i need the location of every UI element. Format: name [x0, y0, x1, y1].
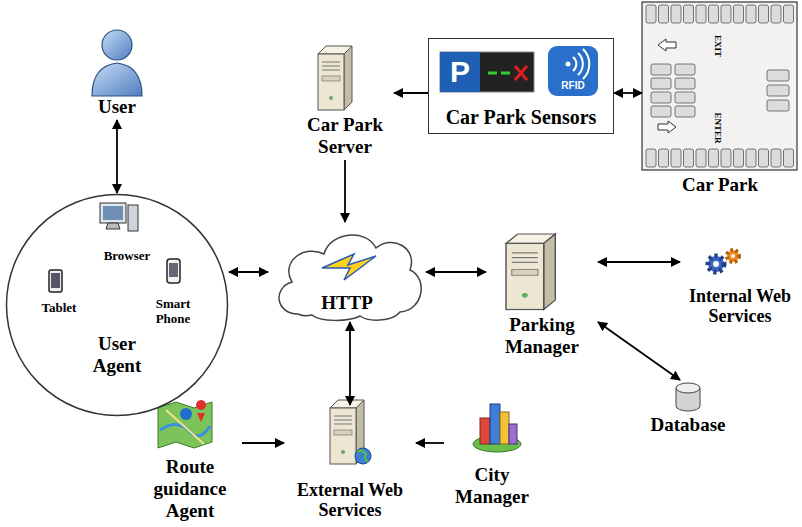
- parking-slot: [659, 5, 669, 23]
- parking-slot: [784, 5, 794, 23]
- connector-arrow: [229, 271, 268, 273]
- car-park-illustration: [642, 2, 797, 170]
- network-cloud: HTTP: [268, 222, 426, 322]
- parking-slot: [646, 149, 656, 167]
- connector-arrow: [598, 322, 680, 380]
- parking-slot: [746, 5, 756, 23]
- city-node: City Manager: [444, 398, 540, 510]
- parking-slot: [771, 5, 781, 23]
- parking-slot: [684, 5, 694, 23]
- node-label: Browser: [104, 249, 151, 264]
- server-node: Car Park Server: [296, 40, 394, 160]
- lane-marking: EXIT: [713, 35, 722, 57]
- car-park-node: Car Park: [642, 0, 798, 198]
- user-icon: [92, 30, 142, 96]
- device-icons: [49, 203, 180, 292]
- node-label: Internal Web Services: [684, 286, 796, 327]
- external-server-icon: [330, 400, 371, 464]
- user-agent-circle: User Agent BrowserTablet Smart Phone: [5, 193, 229, 417]
- parking-slot: [767, 100, 789, 111]
- parking-slot: [696, 149, 706, 167]
- parking-slot: [746, 149, 756, 167]
- gears-icon: [708, 250, 739, 272]
- connector-arrow: [394, 92, 428, 94]
- node-label: Route guidance Agent: [146, 456, 234, 522]
- connector-arrow: [349, 322, 351, 405]
- actor-node: User: [84, 26, 150, 120]
- parking-slot: [771, 149, 781, 167]
- connector-arrow: [614, 92, 642, 94]
- parking-slot: [759, 149, 769, 167]
- connector-arrow: [116, 120, 118, 193]
- city-icon: [473, 404, 521, 452]
- node-label: Parking Manager: [495, 314, 590, 358]
- node-label: Tablet: [42, 301, 77, 316]
- server-node: External Web Services: [284, 405, 416, 523]
- rfid-icon: [548, 46, 598, 96]
- parking-slot: [651, 78, 671, 89]
- parking-slot: [675, 92, 695, 103]
- connector-arrow: [426, 271, 486, 273]
- node-label: User Agent: [82, 333, 152, 377]
- parking-manager-icon: [506, 234, 555, 310]
- server-node: Parking Manager: [486, 228, 598, 360]
- node-label: Car Park Server: [300, 114, 390, 158]
- lane-marking: ENTER: [713, 112, 722, 143]
- car-park-server-icon: [318, 46, 352, 110]
- circle-outline: [5, 193, 229, 417]
- parking-slot: [675, 78, 695, 89]
- parking-slot: [721, 149, 731, 167]
- parking-sign-icon: [440, 52, 534, 92]
- parking-slot: [709, 149, 719, 167]
- parking-slot: [709, 5, 719, 23]
- parking-slot: [675, 106, 695, 117]
- parking-slot: [734, 149, 744, 167]
- node-label: Car Park: [682, 174, 758, 196]
- parking-slot: [696, 5, 706, 23]
- node-label: City Manager: [452, 464, 532, 508]
- parking-slot: [671, 5, 681, 23]
- device-node: Browser: [92, 198, 162, 266]
- parking-slot: [651, 64, 671, 75]
- agent-node: Route guidance Agent: [138, 398, 242, 524]
- node-label: External Web Services: [294, 480, 406, 521]
- parking-slot: [675, 64, 695, 75]
- connector-arrow: [242, 442, 284, 444]
- parking-slot: [759, 5, 769, 23]
- parking-slot: [659, 149, 669, 167]
- parking-slot: [767, 85, 789, 96]
- parking-slot: [651, 106, 671, 117]
- node-label: Database: [651, 414, 726, 436]
- node-label: HTTP: [321, 292, 373, 314]
- connector-arrow: [598, 261, 680, 263]
- node-label: User: [98, 96, 136, 118]
- service-node: Internal Web Services: [680, 245, 800, 329]
- database-node: Database: [640, 380, 736, 438]
- device-node: Smart Phone: [146, 255, 200, 329]
- node-label: Smart Phone: [150, 297, 196, 327]
- parking-slot: [651, 92, 671, 103]
- connector-arrow: [344, 160, 346, 222]
- sign-letter: P: [440, 52, 480, 92]
- parking-slot: [734, 5, 744, 23]
- parking-slot: [684, 149, 694, 167]
- connector-arrow: [416, 442, 444, 444]
- parking-slot: [784, 149, 794, 167]
- node-label: Car Park Sensors: [446, 106, 597, 129]
- parking-slot: [646, 5, 656, 23]
- parking-slot: [671, 149, 681, 167]
- device-node: Tablet: [30, 266, 88, 318]
- parking-slot: [767, 70, 789, 81]
- database-icon: [676, 383, 700, 411]
- rfid-mark: RFID: [548, 79, 598, 93]
- map-icon: [158, 400, 212, 448]
- parking-slot: [721, 5, 731, 23]
